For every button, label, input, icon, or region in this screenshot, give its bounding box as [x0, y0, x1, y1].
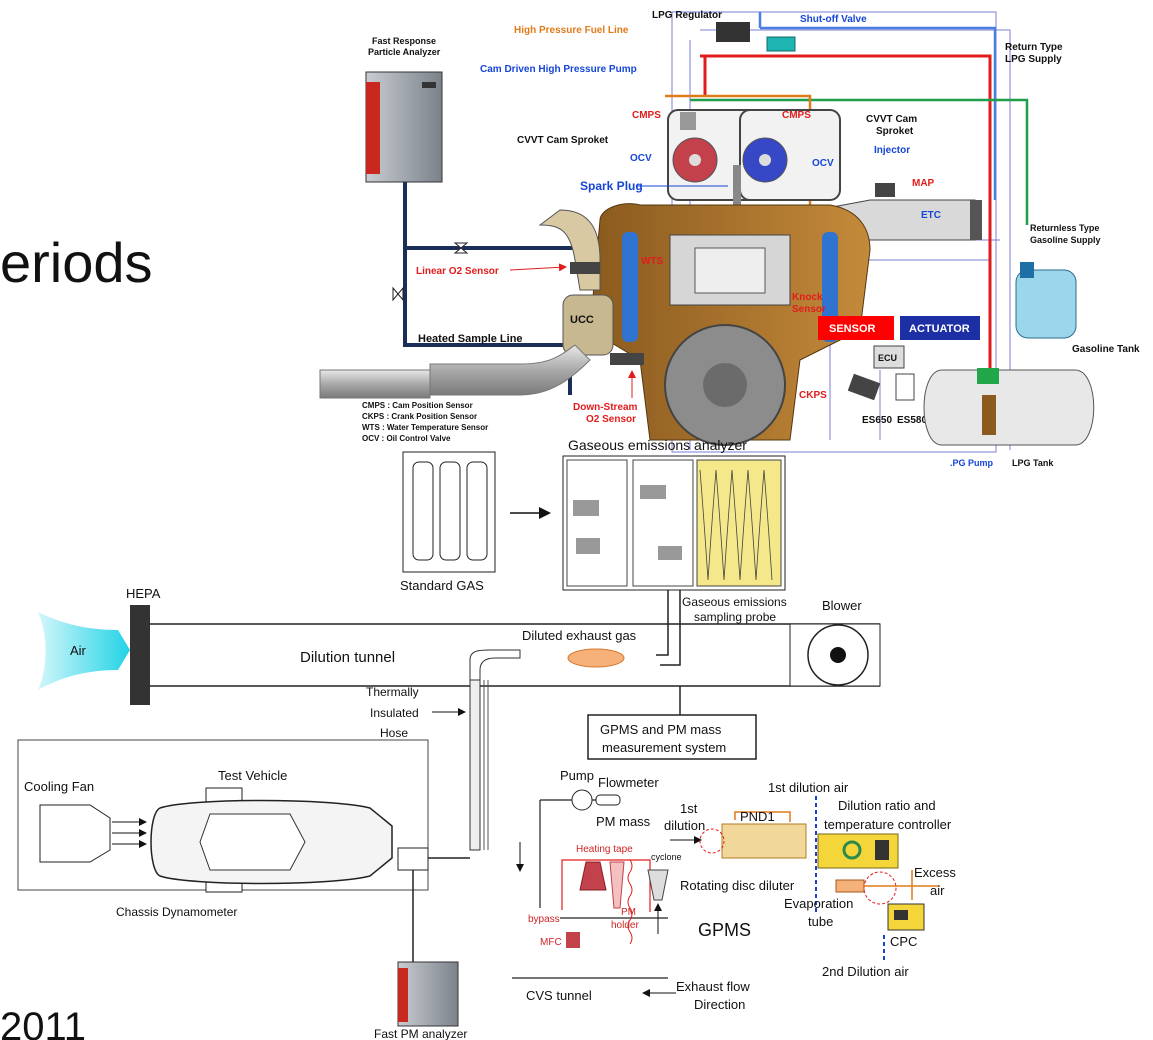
cyclone: [648, 870, 668, 900]
cyclone-label: cyclone: [651, 852, 682, 862]
map-label: MAP: [912, 178, 935, 189]
diluted-gas-label: Diluted exhaust gas: [522, 628, 637, 643]
slide-year-fragment: 2011: [0, 1005, 86, 1040]
ucc-label: UCC: [570, 314, 594, 326]
linear-o2-label: Linear O2 Sensor: [416, 266, 499, 277]
piston: [695, 248, 765, 293]
heating-tape-label: Heating tape: [576, 844, 633, 855]
standard-gas-cylinders: [403, 452, 495, 572]
hp-fuel-line-label: High Pressure Fuel Line: [514, 25, 629, 36]
cooling-fan-label: Cooling Fan: [24, 779, 94, 794]
pump: [572, 790, 592, 810]
map-sensor: [875, 183, 895, 197]
heated-line-label: Heated Sample Line: [418, 333, 523, 345]
pump-label: Pump: [560, 768, 594, 783]
shutoff-valve: [767, 37, 795, 51]
ocv-left-label: OCV: [630, 153, 652, 164]
standard-gas-label: Standard GAS: [400, 578, 484, 593]
fast-pm-label: Fast PM analyzer: [374, 1027, 467, 1040]
chassis-label: Chassis Dynamometer: [116, 905, 237, 919]
cpc-label: CPC: [890, 934, 917, 949]
rotating-disc-label: Rotating disc diluter: [680, 878, 795, 893]
gasoline-tank-label: Gasoline Tank: [1072, 344, 1140, 355]
es580-label: ES580: [897, 415, 927, 426]
rotating-disc-diluter: [722, 824, 806, 858]
cam-pump-label: Cam Driven High Pressure Pump: [480, 64, 637, 75]
gasoline-tank: [1016, 270, 1076, 338]
dilution-tunnel-label: Dilution tunnel: [300, 649, 395, 666]
injector-label: Injector: [874, 145, 910, 156]
evaporation-tube: [836, 880, 864, 892]
blower-label: Blower: [822, 598, 862, 613]
mfc: [566, 932, 580, 948]
fast-response-analyzer-cabinet: [366, 72, 442, 182]
slide-title-fragment: eriods: [0, 231, 153, 294]
cooling-fan: [40, 805, 110, 862]
second-dilution-label: 2nd Dilution air: [822, 964, 909, 979]
exhaust-pipe: [430, 345, 590, 395]
spark-plug: [733, 165, 741, 205]
mfc-label: MFC: [540, 937, 562, 948]
pm-mass-label: PM mass: [596, 814, 651, 829]
ocv-right-label: OCV: [812, 158, 834, 169]
air-label: Air: [70, 643, 87, 658]
bypass-label: bypass: [528, 914, 560, 925]
cvs-tunnel-label: CVS tunnel: [526, 988, 592, 1003]
lpg-regulator-label: LPG Regulator: [652, 10, 722, 21]
lpg-regulator: [716, 22, 750, 42]
hepa-label: HEPA: [126, 586, 161, 601]
lpg-pump-label: .PG Pump: [950, 458, 994, 468]
flowmeter: [596, 795, 620, 805]
ecu-label: ECU: [878, 353, 897, 363]
pnd1-label: PND1: [740, 809, 775, 824]
sensor-box-label: SENSOR: [829, 323, 876, 335]
flowmeter-label: Flowmeter: [598, 775, 659, 790]
shutoff-valve-label: Shut-off Valve: [800, 14, 867, 25]
lpg-tank: [924, 370, 1094, 445]
first-dilution-air-label: 1st dilution air: [768, 780, 849, 795]
test-setup-diagram: Gaseous emissions analyzer Standard GAS …: [18, 437, 956, 1040]
pm-holder: [580, 862, 606, 890]
cvvt-left-label: CVVT Cam Sproket: [517, 135, 609, 146]
ckps-label: CKPS: [799, 390, 827, 401]
cmps-right-label: CMPS: [782, 110, 811, 121]
es650-label: ES650: [862, 415, 892, 426]
etc-label: ETC: [921, 210, 941, 221]
wts-label: WTS: [641, 256, 664, 267]
gpms-label: GPMS: [698, 920, 751, 940]
gas-analyzer-label: Gaseous emissions analyzer: [568, 437, 747, 453]
hepa-filter: [130, 605, 150, 705]
lpg-tank-label: LPG Tank: [1012, 458, 1054, 468]
actuator-box-label: ACTUATOR: [909, 323, 970, 335]
exhaust-plume: [568, 649, 624, 667]
spark-plug-label: Spark Plug: [580, 179, 643, 193]
abbrev-legend: CMPS : Cam Position Sensor CKPS : Crank …: [362, 401, 490, 443]
test-vehicle-label: Test Vehicle: [218, 768, 287, 783]
gpms-detail: Pump Flowmeter PM mass Heating tape cycl…: [512, 768, 956, 1012]
cmps-left-label: CMPS: [632, 110, 661, 121]
